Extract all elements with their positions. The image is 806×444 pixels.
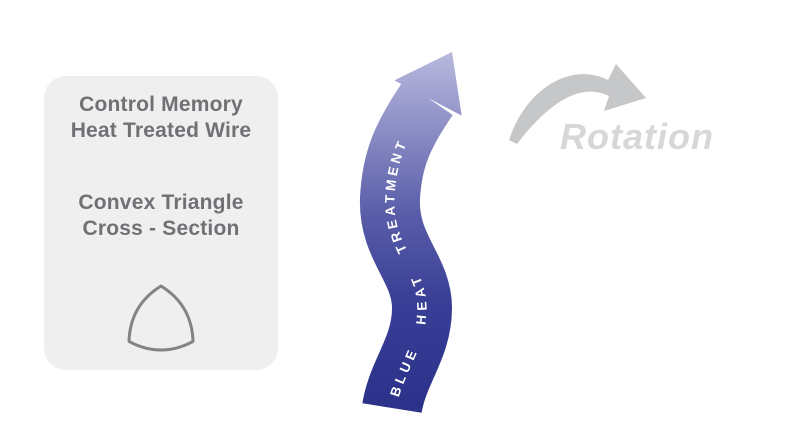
card-subtitle-line2: Cross - Section	[82, 217, 240, 240]
card-title-line2: Heat Treated Wire	[70, 119, 252, 142]
rotation-label: Rotation	[560, 116, 714, 157]
rotation-arrow-icon	[509, 64, 646, 144]
card-title: Control Memory Heat Treated Wire	[44, 92, 278, 144]
heat-arrow-head	[394, 52, 462, 116]
convex-triangle-icon	[127, 284, 195, 352]
card-subtitle: Convex Triangle Cross - Section	[44, 190, 278, 242]
card-subtitle-line1: Convex Triangle	[78, 191, 244, 214]
info-card: Control Memory Heat Treated Wire Convex …	[44, 76, 278, 370]
heat-treatment-arrow: BLUE HEAT TREATMENT	[340, 52, 462, 416]
card-title-line1: Control Memory	[79, 93, 243, 116]
